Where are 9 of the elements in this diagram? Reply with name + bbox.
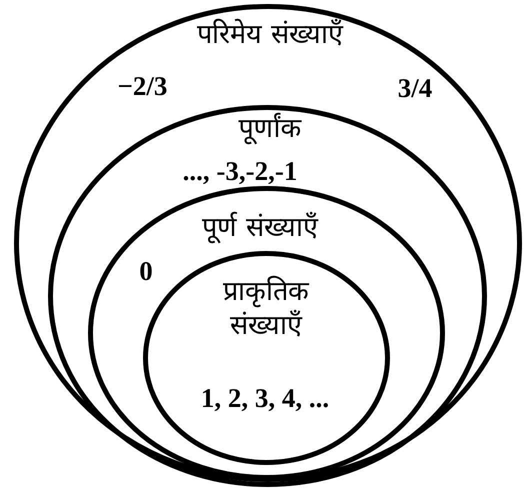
fraction-label: 3/4 [396, 72, 434, 105]
set-label: परिमेय संख्याएँ [196, 18, 344, 52]
fraction-label: −2/3 [116, 70, 168, 103]
set-label: पूर्णांक [238, 112, 303, 146]
set-label: प्राकृतिक संख्याएँ [222, 275, 310, 342]
number-list: 1, 2, 3, 4, ... [160, 382, 370, 416]
number-list: ..., -3,-2,-1 [140, 155, 340, 189]
number-label: 0 [138, 255, 154, 288]
set-label: पूर्ण संख्याएँ [201, 211, 320, 245]
